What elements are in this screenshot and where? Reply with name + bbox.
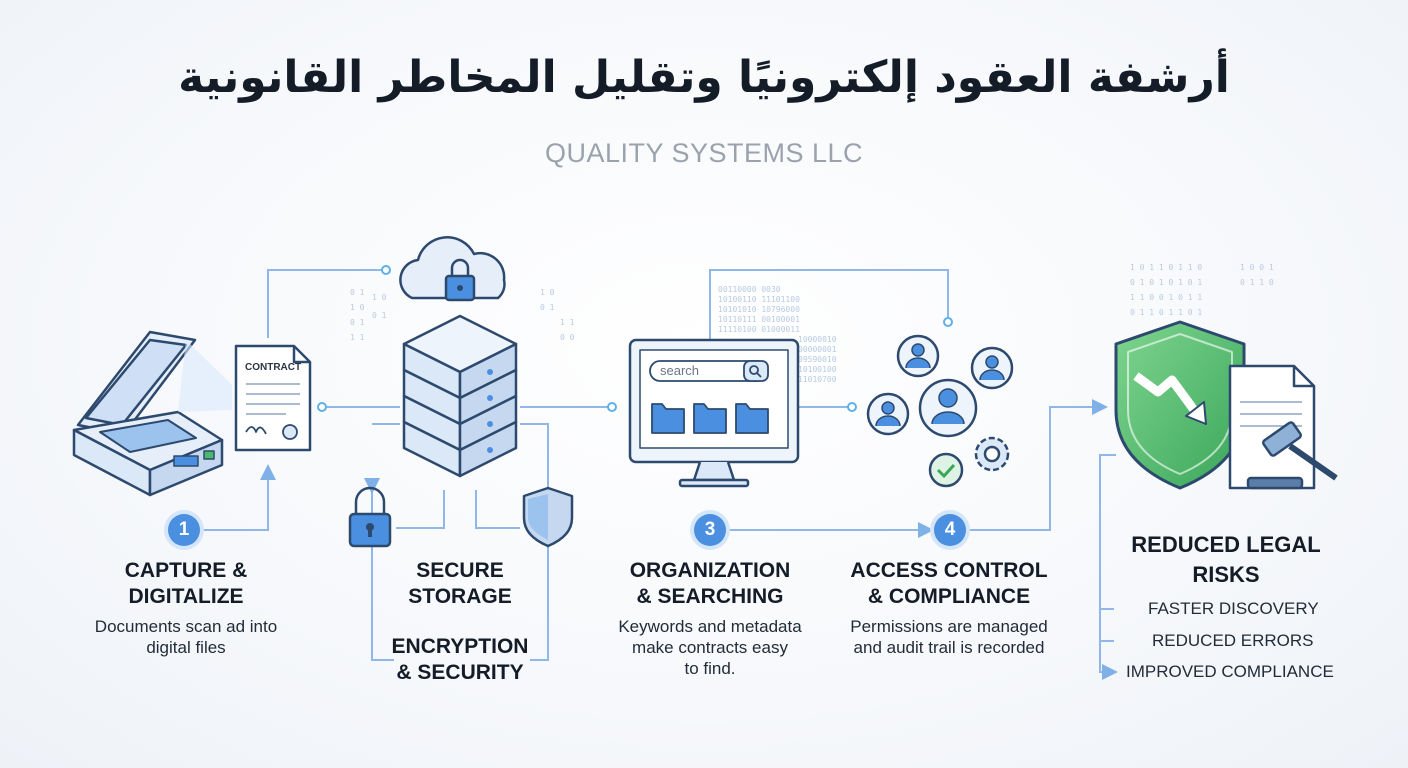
svg-text:10100110 11101100: 10100110 11101100 (718, 295, 800, 304)
security-shield-icon (522, 486, 574, 548)
svg-text:1 0: 1 0 (350, 303, 365, 312)
svg-text:1 1: 1 1 (350, 333, 365, 342)
svg-text:10110111 00100001: 10110111 00100001 (718, 315, 800, 324)
svg-text:00000001: 00000001 (798, 345, 837, 354)
svg-text:10000010: 10000010 (798, 335, 837, 344)
scanner-icon (72, 330, 232, 497)
step-4-number: 4 (934, 514, 966, 546)
connector-lines (200, 265, 1118, 680)
svg-text:1 0: 1 0 (372, 293, 387, 302)
step-1-number: 1 (168, 514, 200, 546)
benefit-faster-discovery: FASTER DISCOVERY (1148, 599, 1319, 618)
step-4-description: Permissions are managed and audit trail … (850, 617, 1048, 657)
monitor-icon (628, 338, 800, 488)
svg-text:1 1 0 0 1 0 1 1: 1 1 0 0 1 0 1 1 (1130, 293, 1202, 302)
step-1-title: CAPTURE & DIGITALIZE (124, 559, 248, 608)
svg-text:0 1 0 1 0 1 0 1: 0 1 0 1 0 1 0 1 (1130, 278, 1202, 287)
server-stack-icon (402, 314, 518, 478)
svg-text:1 0: 1 0 (540, 288, 555, 297)
gavel-icon (1246, 421, 1338, 490)
contract-label: CONTRACT (245, 362, 302, 373)
users-group-icon (866, 334, 1014, 438)
step-2-title: SECURE STORAGE (408, 559, 512, 608)
check-icon (928, 452, 964, 488)
svg-text:0 1: 0 1 (350, 288, 365, 297)
svg-text:11010700: 11010700 (798, 375, 837, 384)
search-placeholder: search (660, 363, 700, 378)
step-1-description: Documents scan ad into digital files (94, 617, 278, 657)
step-3-number: 3 (694, 514, 726, 546)
svg-text:1 1: 1 1 (560, 318, 575, 327)
svg-text:09590010: 09590010 (798, 355, 837, 364)
svg-text:0 1: 0 1 (540, 303, 555, 312)
step-4-title: ACCESS CONTROL & COMPLIANCE (850, 559, 1048, 608)
step-3-description: Keywords and metadata make contracts eas… (618, 617, 802, 678)
company-name: QUALITY SYSTEMS LLC (544, 138, 864, 168)
padlock-icon (348, 486, 392, 548)
step-2b-title: ENCRYPTION & SECURITY (391, 635, 529, 684)
svg-text:00110000 0030: 00110000 0030 (718, 285, 781, 294)
svg-text:0 1: 0 1 (372, 311, 387, 320)
svg-text:1 0 1 1 0 1 1 0: 1 0 1 1 0 1 1 0 (1130, 263, 1202, 272)
shield-icon (1114, 320, 1246, 490)
benefit-improved-compliance: IMPROVED COMPLIANCE (1126, 662, 1334, 681)
svg-text:0 0: 0 0 (560, 333, 575, 342)
step-3-title: ORGANIZATION & SEARCHING (629, 559, 791, 608)
svg-text:0 1: 0 1 (350, 318, 365, 327)
svg-text:0 1 1 0 1 1 0 1: 0 1 1 0 1 1 0 1 (1130, 308, 1202, 317)
gear-icon (974, 436, 1010, 472)
benefit-reduced-errors: REDUCED ERRORS (1152, 631, 1314, 650)
svg-text:11110100 01000011: 11110100 01000011 (718, 325, 800, 334)
svg-text:10100100: 10100100 (798, 365, 837, 374)
contract-document-icon (234, 344, 312, 452)
page-title: أرشفة العقود إلكترونيًا وتقليل المخاطر ا… (178, 52, 1230, 103)
outcome-title: REDUCED LEGAL RISKS (1131, 532, 1321, 587)
legal-document-icon (1228, 364, 1316, 490)
svg-text:10101010 10796000: 10101010 10796000 (718, 305, 800, 314)
svg-text:1 0 0 1: 1 0 0 1 (1240, 263, 1274, 272)
binary-streams: 0 1 1 0 0 1 1 1 1 0 0 1 1 0 0 1 1 1 0 0 0011000… (350, 263, 1274, 384)
cloud-lock-icon (399, 236, 506, 302)
svg-text:0 1 1 0: 0 1 1 0 (1240, 278, 1274, 287)
